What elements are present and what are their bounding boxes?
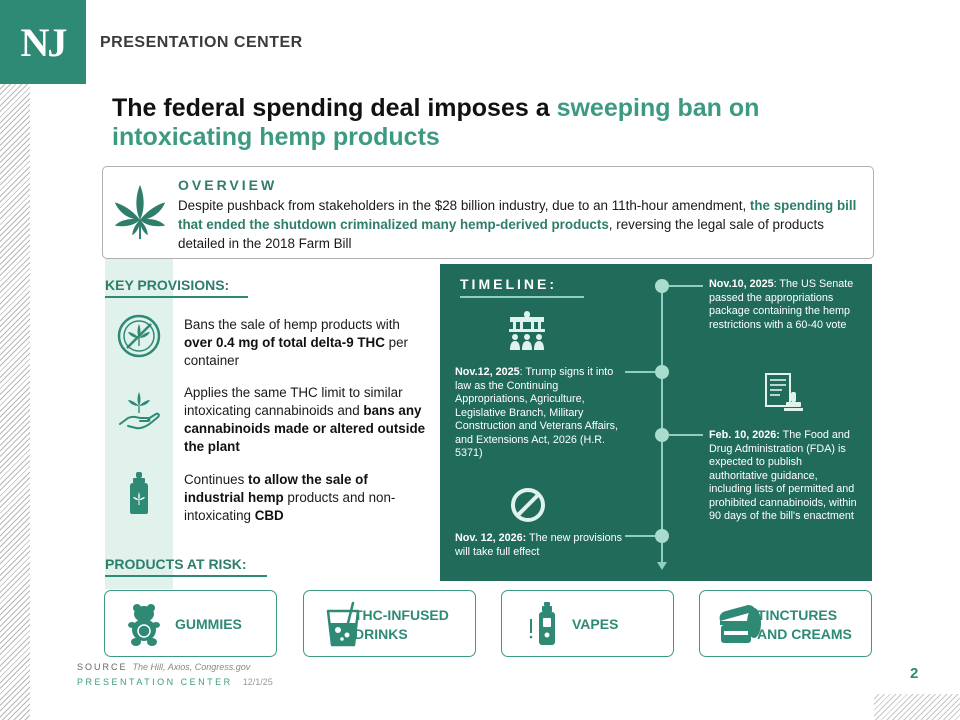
key-provisions-heading: KEY PROVISIONS: — [105, 277, 230, 293]
cbd-bottle-icon — [130, 472, 148, 514]
page-title: The federal spending deal imposes a swee… — [112, 94, 892, 152]
timeline-underline — [460, 296, 584, 298]
timeline-event-date: Nov.12, 2025 — [455, 366, 520, 378]
product-label: TINCTURES AND CREAMS — [757, 607, 852, 642]
logo-text: NJ — [20, 19, 68, 65]
provision-item: Applies the same THC limit to similar in… — [184, 384, 429, 456]
congress-building-icon — [509, 311, 545, 350]
provision-bold: over 0.4 mg of total delta-9 THC — [184, 335, 385, 350]
product-card-gummies: GUMMIES — [104, 590, 277, 657]
timeline-event-text: : Trump signs it into law as the Continu… — [455, 366, 619, 459]
timeline-dot — [655, 529, 669, 543]
provisions-stripe — [105, 259, 173, 589]
timeline-event: Feb. 10, 2026: The Food and Drug Adminis… — [709, 429, 859, 524]
provision-text: per container — [184, 335, 408, 368]
provision-bold: CBD — [254, 508, 284, 523]
decorative-hatch-bottom-right — [874, 694, 960, 720]
timeline-tick — [625, 371, 655, 373]
timeline-event: Nov.10, 2025: The US Senate passed the a… — [709, 278, 859, 332]
overview-highlight: the spending bill that ended the shutdow… — [178, 198, 857, 232]
provision-text: Applies the same THC limit to similar in… — [184, 385, 403, 418]
timeline-event-date: Feb. 10, 2026: — [709, 429, 780, 441]
prohibited-icon — [511, 488, 545, 522]
key-provisions-underline — [105, 296, 248, 298]
product-label: VAPES — [572, 616, 619, 632]
timeline-heading: TIMELINE: — [460, 276, 557, 292]
timeline-dot — [655, 279, 669, 293]
provision-item: Bans the sale of hemp products with over… — [184, 316, 429, 370]
source-line: SOURCE The Hill, Axios, Congress.gov — [77, 662, 250, 672]
hand-leaf-icon — [119, 392, 160, 430]
products-underline — [105, 575, 267, 577]
decorative-hatch-left — [0, 84, 30, 720]
footer-center-text: PRESENTATION CENTER — [77, 677, 233, 687]
cream-jar-icon — [719, 605, 761, 643]
overview-label: OVERVIEW — [178, 177, 278, 193]
title-part1: The federal spending deal imposes a — [112, 94, 557, 122]
no-thc-badge-icon — [117, 314, 161, 358]
source-text: The Hill, Axios, Congress.gov — [132, 662, 251, 672]
timeline-panel: TIMELINE: Nov.10, 2025: The US Senate pa… — [440, 264, 872, 581]
provision-bold: to allow the sale of industrial hemp — [184, 472, 368, 505]
timeline-event: Nov.12, 2025: Trump signs it into law as… — [455, 366, 627, 461]
brand-name: PRESENTATION CENTER — [100, 34, 303, 51]
title-accent: sweeping ban on intoxicating hemp produc… — [112, 94, 760, 151]
timeline-event-date: Nov.10, 2025 — [709, 278, 774, 290]
source-label: SOURCE — [77, 662, 128, 672]
nj-logo: NJ — [0, 0, 86, 84]
provision-text: products and non-intoxicating — [184, 490, 396, 523]
provision-text: Bans the sale of hemp products with — [184, 317, 400, 332]
document-stamp-icon — [765, 373, 803, 411]
product-label: GUMMIES — [175, 616, 242, 632]
product-card-tinctures: TINCTURES AND CREAMS — [699, 590, 872, 657]
timeline-spine — [661, 286, 663, 566]
timeline-event-date: Nov. 12, 2026: — [455, 532, 527, 544]
footer-presentation-center: PRESENTATION CENTER 12/1/25 — [77, 677, 273, 687]
timeline-arrow — [657, 562, 667, 570]
provision-bold: bans any cannabinoids made or altered ou… — [184, 403, 426, 454]
timeline-event-text: : The US Senate passed the appropriation… — [709, 278, 854, 331]
drink-cup-icon — [326, 601, 360, 647]
product-label: THC-INFUSED DRINKS — [354, 607, 449, 642]
timeline-event-text: The new provisions will take full effect — [455, 532, 623, 558]
gummy-bear-icon — [128, 604, 160, 646]
products-heading: PRODUCTS AT RISK: — [105, 556, 247, 572]
provision-item: Continues to allow the sale of industria… — [184, 471, 429, 525]
timeline-event: Nov. 12, 2026: The new provisions will t… — [455, 532, 625, 559]
timeline-tick — [669, 434, 703, 436]
product-card-drinks: THC-INFUSED DRINKS — [303, 590, 476, 657]
timeline-tick — [669, 285, 703, 287]
timeline-dot — [655, 428, 669, 442]
provision-text: Continues — [184, 472, 249, 487]
product-card-vapes: VAPES — [501, 590, 674, 657]
overview-text: Despite pushback from stakeholders in th… — [178, 196, 868, 253]
timeline-dot — [655, 365, 669, 379]
overview-text-1: Despite pushback from stakeholders in th… — [178, 198, 750, 213]
cannabis-leaf-icon — [114, 184, 166, 240]
overview-box: OVERVIEW Despite pushback from stakehold… — [102, 166, 874, 259]
timeline-event-text: The Food and Drug Administration (FDA) i… — [709, 429, 857, 522]
footer-date: 12/1/25 — [242, 677, 273, 687]
vape-pen-icon — [529, 602, 555, 645]
page-number: 2 — [910, 665, 919, 682]
timeline-tick — [625, 535, 655, 537]
overview-text-2: , reversing the legal sale of products d… — [178, 217, 824, 251]
